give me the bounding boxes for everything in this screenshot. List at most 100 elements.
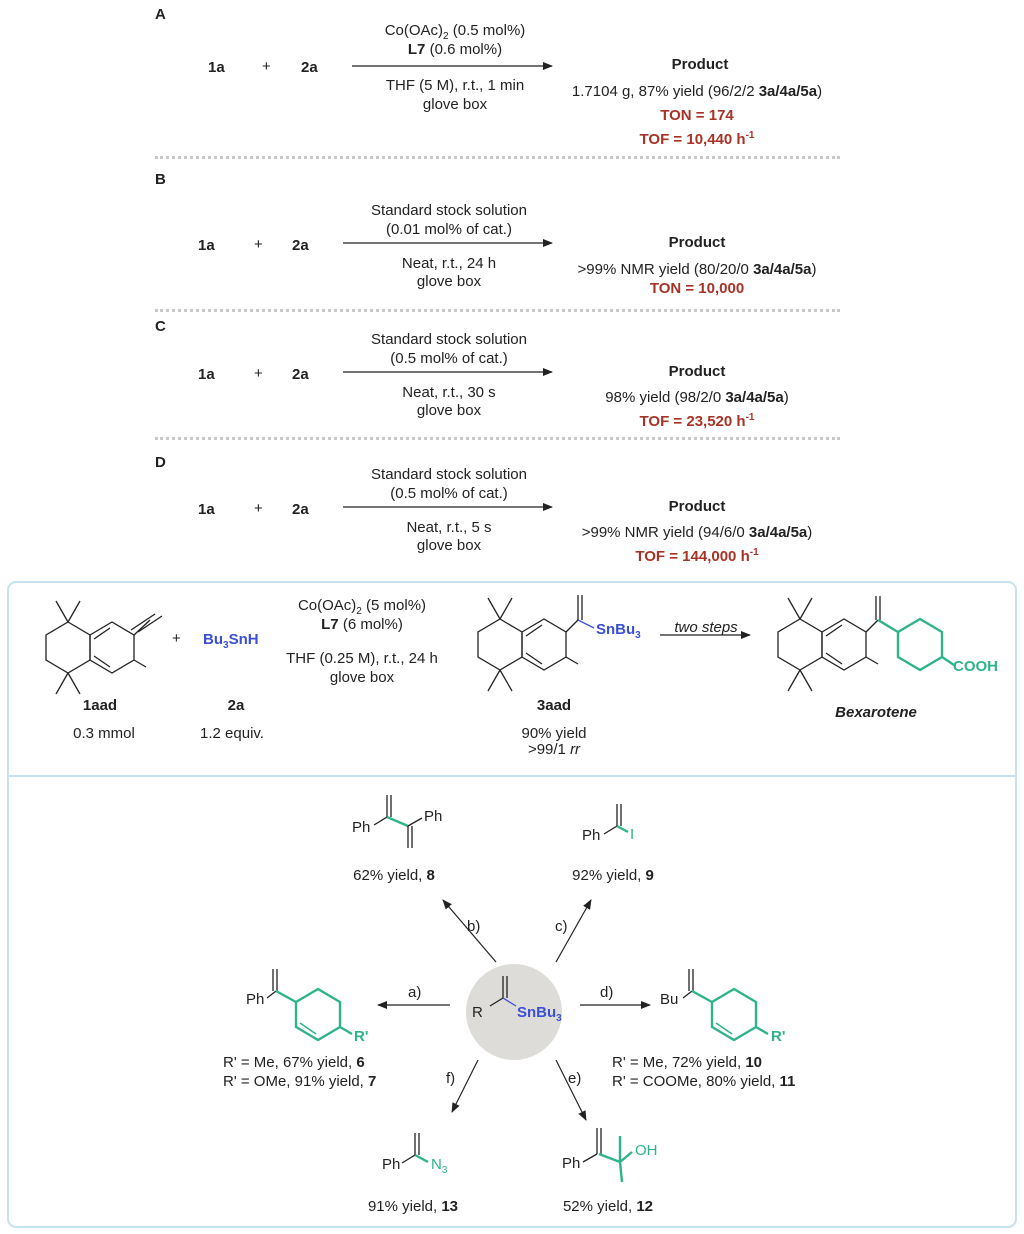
product-tin-group: SnBu3	[596, 621, 641, 641]
yield-11: R' = COOMe, 80% yield, 11	[612, 1073, 796, 1090]
divider	[155, 437, 840, 440]
yield-10: R' = Me, 72% yield, 10	[612, 1054, 763, 1071]
ton-value: TON = 174	[660, 107, 734, 124]
arrow-b	[442, 899, 497, 963]
condition-loading: (0.5 mol% of cat.)	[390, 350, 508, 367]
plus-sign: +	[262, 58, 271, 75]
condition-time: Neat, r.t., 24 h	[401, 255, 497, 272]
section-label-c: C	[155, 318, 166, 335]
yield-13: 91% yield, 13	[367, 1198, 459, 1215]
condition-stock: Standard stock solution	[371, 331, 527, 348]
divider	[155, 309, 840, 312]
reactant-1a: 1a	[208, 59, 225, 76]
rr-3aad: >99/1 rr	[527, 741, 581, 758]
step-a-label: a)	[408, 984, 422, 1001]
condition-solvent: THF (0.25 M), r.t., 24 h	[286, 650, 438, 667]
tof-value: TOF = 23,520 h-1	[639, 412, 755, 430]
label-3aad: 3aad	[536, 697, 572, 714]
product-yield: 98% yield (98/2/0 3a/4a/5a)	[605, 389, 789, 406]
condition-stock: Standard stock solution	[371, 202, 527, 219]
p8-ph-2: Ph	[424, 808, 443, 825]
product-yield: >99% NMR yield (80/20/0 3a/4a/5a)	[577, 261, 817, 278]
reagent-bu3snh: Bu3SnH	[203, 631, 259, 651]
condition-stock: Standard stock solution	[371, 466, 527, 483]
product-heading: Product	[671, 56, 729, 73]
carboxylic-acid-group: COOH	[953, 658, 998, 675]
p9-ph: Ph	[582, 827, 601, 844]
reactant-1a: 1a	[198, 501, 215, 518]
scope-panel	[7, 581, 1017, 1228]
structure-12	[582, 1128, 633, 1183]
section-label-a: A	[155, 6, 166, 23]
product-heading: Product	[668, 498, 726, 515]
arrow-f	[451, 1059, 479, 1113]
tof-value: TOF = 144,000 h-1	[635, 547, 759, 565]
plus-sign: +	[254, 365, 263, 382]
arrow-c	[555, 899, 592, 963]
step-d-label: d)	[600, 984, 614, 1001]
condition-atmosphere: glove box	[416, 273, 482, 290]
amount-1aad: 0.3 mmol	[73, 725, 135, 742]
yield-8: 62% yield, 8	[353, 867, 435, 884]
label-1aad: 1aad	[82, 697, 118, 714]
p6-ph: Ph	[246, 991, 265, 1008]
p12-hydroxyl: OH	[635, 1142, 658, 1159]
condition-ligand: L7 (0.6 mol%)	[407, 41, 503, 58]
condition-atmosphere: glove box	[416, 402, 482, 419]
reactant-2a: 2a	[292, 237, 309, 254]
condition-atmosphere: glove box	[329, 669, 395, 686]
structure-10-11	[682, 969, 769, 1042]
structure-9	[603, 804, 629, 835]
reactant-2a: 2a	[301, 59, 318, 76]
yield-3aad: 90% yield	[521, 725, 587, 742]
section-label-b: B	[155, 171, 166, 188]
section-label-d: D	[155, 454, 166, 471]
reactant-2a: 2a	[292, 501, 309, 518]
p6-r-group: R'	[354, 1028, 369, 1045]
yield-6: R' = Me, 67% yield, 6	[223, 1054, 365, 1071]
arrow-e	[555, 1059, 587, 1121]
product-yield: >99% NMR yield (94/6/0 3a/4a/5a)	[581, 524, 813, 541]
ton-value: TON = 10,000	[649, 280, 745, 297]
yield-7: R' = OMe, 91% yield, 7	[223, 1073, 377, 1090]
two-steps-label: two steps	[674, 619, 738, 636]
p13-azide: N3	[431, 1156, 448, 1176]
divider	[155, 156, 840, 159]
step-b-label: b)	[467, 918, 481, 935]
plus-sign: +	[254, 500, 263, 517]
plus-sign: +	[254, 236, 263, 253]
p12-ph: Ph	[562, 1155, 581, 1172]
condition-solvent: THF (5 M), r.t., 1 min	[385, 77, 525, 94]
tof-value: TOF = 10,440 h-1	[639, 130, 755, 148]
condition-catalyst: Co(OAc)2 (5 mol%)	[297, 597, 427, 617]
reactant-2a: 2a	[292, 366, 309, 383]
p10-r-group: R'	[771, 1028, 786, 1045]
plus-sign: +	[172, 630, 181, 647]
reactant-1a: 1a	[198, 366, 215, 383]
condition-loading: (0.5 mol% of cat.)	[390, 485, 508, 502]
product-heading: Product	[668, 234, 726, 251]
amount-2a: 1.2 equiv.	[200, 725, 264, 742]
condition-catalyst: Co(OAc)2 (0.5 mol%)	[384, 22, 526, 42]
condition-time: Neat, r.t., 30 s	[402, 384, 496, 401]
product-yield: 1.7104 g, 87% yield (96/2/2 3a/4a/5a)	[571, 83, 823, 100]
step-e-label: e)	[568, 1070, 582, 1087]
structure-8	[373, 795, 423, 848]
structure-13	[401, 1133, 429, 1164]
product-heading: Product	[668, 363, 726, 380]
reactant-1a: 1a	[198, 237, 215, 254]
step-f-label: f)	[446, 1070, 456, 1087]
condition-loading: (0.01 mol% of cat.)	[386, 221, 512, 238]
label-2a: 2a	[227, 697, 245, 714]
center-tin-group: SnBu3	[517, 1004, 562, 1024]
condition-atmosphere: glove box	[422, 96, 488, 113]
p10-bu: Bu	[660, 991, 679, 1008]
center-r-group: R	[472, 1004, 483, 1021]
center-substrate-circle	[466, 964, 562, 1060]
yield-12: 52% yield, 12	[562, 1198, 654, 1215]
p9-iodine: I	[630, 826, 635, 843]
label-bexarotene: Bexarotene	[835, 704, 917, 721]
structure-3aad	[477, 595, 595, 692]
condition-ligand: L7 (6 mol%)	[321, 616, 403, 633]
